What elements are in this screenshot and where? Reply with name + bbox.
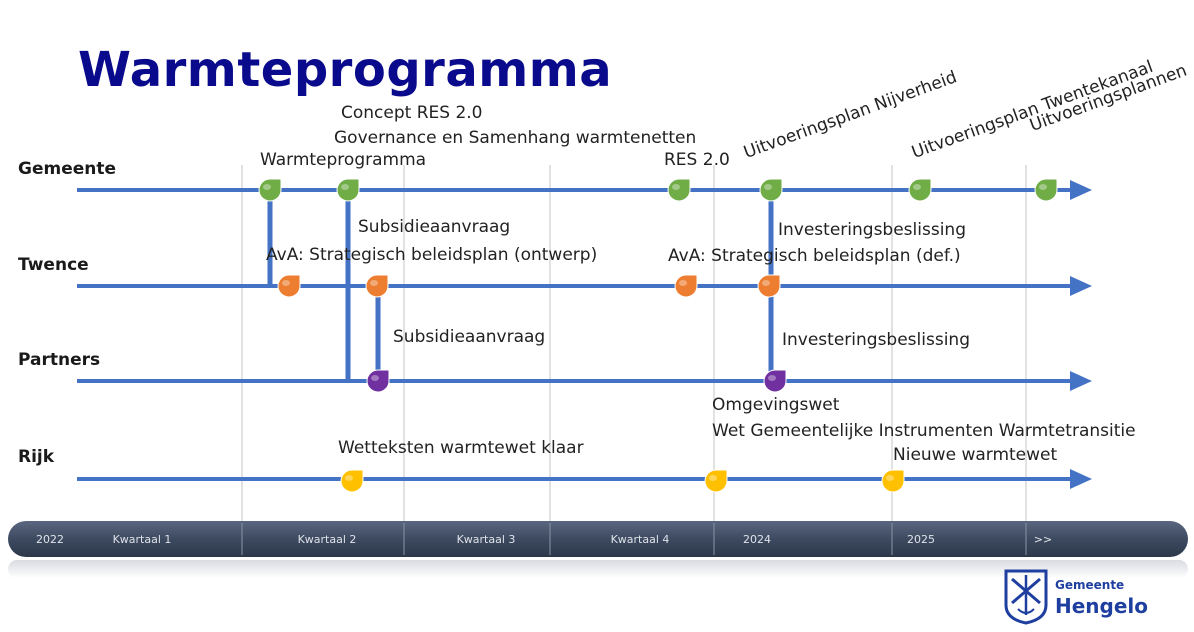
milestone-twence-1-shape xyxy=(365,274,389,298)
quarter-gridlines xyxy=(241,165,1027,550)
milestone-twence-0-shape xyxy=(277,274,301,298)
milestone-gemeente-4-shine xyxy=(913,184,921,190)
timeline-bar-bg xyxy=(8,521,1188,557)
milestone-partners-1-shine xyxy=(768,375,776,381)
milestone-gemeente-4-shape xyxy=(908,178,932,202)
milestone-twence-3-shape xyxy=(757,274,781,298)
milestone-gemeente-5-shape xyxy=(1034,178,1058,202)
milestone-gemeente-1-shine xyxy=(341,184,349,190)
milestone-gemeente-0-shine xyxy=(263,184,271,190)
label-subsidie-partners: Subsidieaanvraag xyxy=(393,327,546,347)
label-ava-ontwerp: AvA: Strategisch beleidsplan (ontwerp) xyxy=(266,245,598,265)
milestone-gemeente-2-shine xyxy=(672,184,680,190)
milestone-gemeente-5-shine xyxy=(1039,184,1047,190)
label-nieuwe-warmtewet: Nieuwe warmtewet xyxy=(893,445,1058,465)
milestone-twence-2-shape xyxy=(674,274,698,298)
label-warmteprogramma: Warmteprogramma xyxy=(260,150,427,170)
label-investering-twence: Investeringsbeslissing xyxy=(778,220,966,240)
row-arrow-twence xyxy=(1070,276,1092,296)
row-arrow-gemeente xyxy=(1070,180,1092,200)
label-wet-gemeentelijke: Wet Gemeentelijke Instrumenten Warmtetra… xyxy=(712,421,1136,441)
row-arrow-partners xyxy=(1070,371,1092,391)
timeline-bar: 2022 Kwartaal 1 Kwartaal 2 Kwartaal 3 Kwarta… xyxy=(8,521,1188,578)
milestone-gemeente-2-shape xyxy=(667,178,691,202)
row-lines xyxy=(77,180,1092,489)
label-governance: Governance en Samenhang warmtenetten xyxy=(334,128,697,148)
timeline-label-2: Kwartaal 2 xyxy=(298,533,357,546)
milestone-gemeente-0-shape xyxy=(258,178,282,202)
milestone-rijk-2 xyxy=(881,469,905,493)
row-arrow-rijk xyxy=(1070,469,1092,489)
row-label-gemeente: Gemeente xyxy=(18,159,117,179)
milestone-markers xyxy=(258,178,1058,493)
milestone-twence-3 xyxy=(757,274,781,298)
timeline-bar-reflection xyxy=(8,560,1188,578)
label-omgevingswet: Omgevingswet xyxy=(712,395,840,415)
milestone-rijk-2-shape xyxy=(881,469,905,493)
label-investering-partners: Investeringsbeslissing xyxy=(782,330,970,350)
milestone-twence-0-shine xyxy=(282,280,290,286)
milestone-partners-0-shine xyxy=(371,375,379,381)
milestone-gemeente-1 xyxy=(336,178,360,202)
label-subsidie-twence: Subsidieaanvraag xyxy=(358,217,511,237)
milestone-gemeente-4 xyxy=(908,178,932,202)
row-label-partners: Partners xyxy=(18,350,101,370)
milestone-twence-3-shine xyxy=(762,280,770,286)
timeline-label-7: >> xyxy=(1034,533,1052,546)
milestone-rijk-0-shine xyxy=(345,475,353,481)
milestone-gemeente-3 xyxy=(759,178,783,202)
milestone-partners-1 xyxy=(763,369,787,393)
hengelo-logo-icon xyxy=(1004,569,1048,625)
timeline-label-0: 2022 xyxy=(36,533,64,546)
timeline-label-1: Kwartaal 1 xyxy=(113,533,172,546)
page-title: Warmteprogramma xyxy=(78,42,613,98)
label-ava-def: AvA: Strategisch beleidsplan (def.) xyxy=(668,246,961,266)
milestone-rijk-1 xyxy=(704,469,728,493)
label-wetteksten: Wetteksten warmtewet klaar xyxy=(338,438,584,458)
milestone-gemeente-3-shine xyxy=(764,184,772,190)
milestone-partners-0 xyxy=(366,369,390,393)
milestone-twence-2-shine xyxy=(679,280,687,286)
milestone-rijk-0 xyxy=(340,469,364,493)
row-label-twence: Twence xyxy=(18,255,89,275)
timeline-label-5: 2024 xyxy=(743,533,771,546)
label-concept-res: Concept RES 2.0 xyxy=(341,103,483,123)
label-res20: RES 2.0 xyxy=(664,150,730,170)
timeline-label-3: Kwartaal 3 xyxy=(457,533,516,546)
row-label-rijk: Rijk xyxy=(18,447,55,467)
connector-lines xyxy=(267,190,774,381)
timeline-label-4: Kwartaal 4 xyxy=(611,533,670,546)
milestone-rijk-2-shine xyxy=(886,475,894,481)
logo-line1: Gemeente xyxy=(1055,578,1125,592)
milestone-gemeente-2 xyxy=(667,178,691,202)
milestone-twence-0 xyxy=(277,274,301,298)
milestone-twence-1-shine xyxy=(370,280,378,286)
milestone-rijk-1-shine xyxy=(709,475,717,481)
milestone-twence-1 xyxy=(365,274,389,298)
milestone-partners-0-shape xyxy=(366,369,390,393)
milestone-gemeente-1-shape xyxy=(336,178,360,202)
milestone-rijk-1-shape xyxy=(704,469,728,493)
milestone-gemeente-5 xyxy=(1034,178,1058,202)
milestone-twence-2 xyxy=(674,274,698,298)
logo-line2: Hengelo xyxy=(1055,594,1149,618)
milestone-gemeente-3-shape xyxy=(759,178,783,202)
milestone-partners-1-shape xyxy=(763,369,787,393)
milestone-rijk-0-shape xyxy=(340,469,364,493)
milestone-gemeente-0 xyxy=(258,178,282,202)
timeline-label-6: 2025 xyxy=(907,533,935,546)
